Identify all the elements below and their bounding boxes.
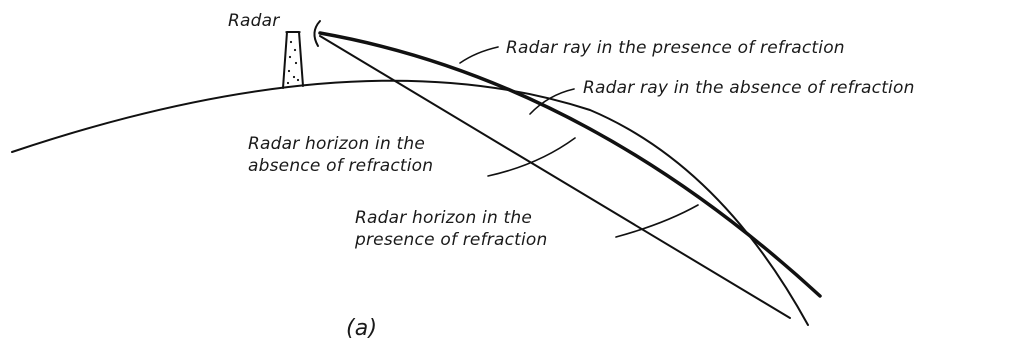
ray-no-refraction-label: Radar ray in the absence of refraction bbox=[583, 77, 915, 99]
leader-ray-refraction bbox=[460, 47, 498, 63]
figure-caption: (a) bbox=[346, 318, 377, 340]
horizon-refraction-label: Radar horizon in the presence of refract… bbox=[355, 207, 547, 251]
radar-tower bbox=[283, 32, 303, 88]
ray-refraction-label: Radar ray in the presence of refraction bbox=[506, 37, 845, 59]
horizon-no-refraction-label: Radar horizon in the absence of refracti… bbox=[248, 133, 433, 177]
radar-label: Radar bbox=[228, 10, 279, 32]
earth-surface-curve bbox=[12, 81, 808, 325]
